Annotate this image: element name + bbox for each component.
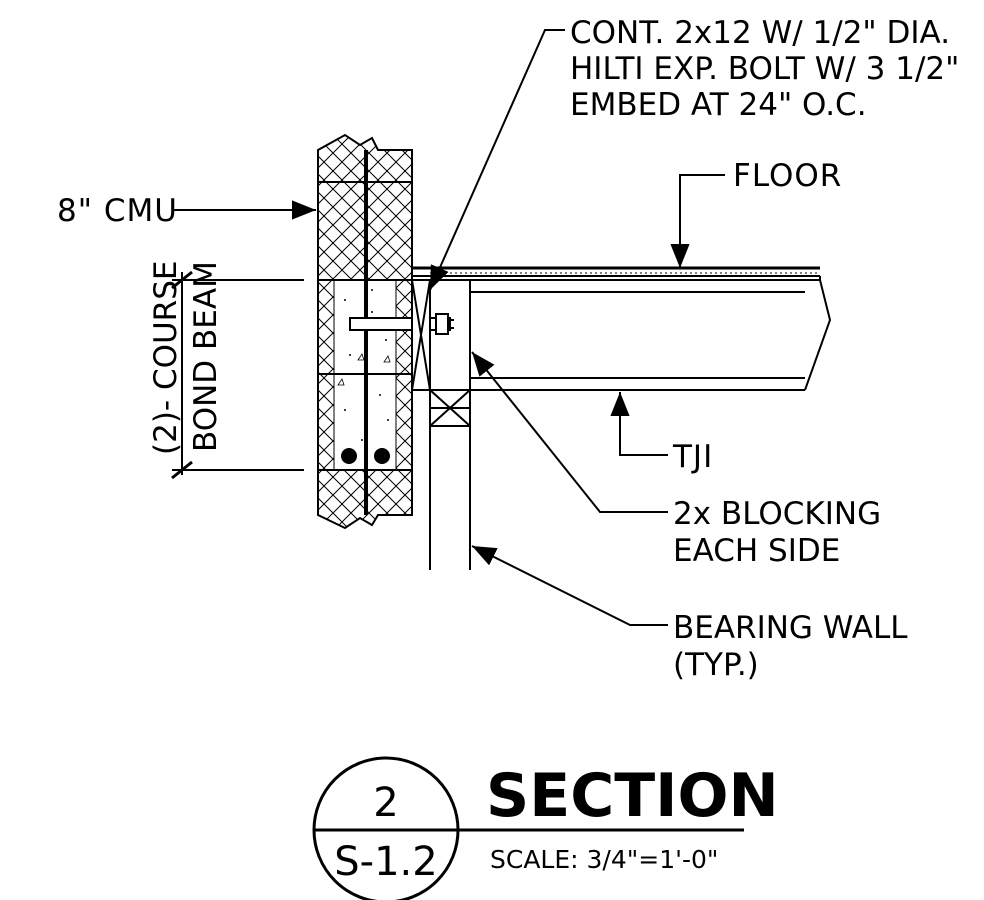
bearing-wall-label-line1: BEARING WALL <box>673 610 908 646</box>
blocking-label-line1: 2x BLOCKING <box>673 496 881 532</box>
tji-joist <box>430 276 832 391</box>
cmu-wall <box>317 133 413 530</box>
bond-beam-label-line2: BOND BEAM <box>188 261 224 452</box>
grout-fill <box>337 289 391 441</box>
bearing-wall-label-line2: (TYP.) <box>673 647 759 683</box>
scale-label: SCALE: 3/4"=1'-0" <box>490 845 718 874</box>
detail-number: 2 <box>373 780 398 826</box>
rebar-dot <box>341 448 357 464</box>
bolt-label-line1: CONT. 2x12 W/ 1/2" DIA. <box>570 15 950 51</box>
leader-lines <box>172 29 725 626</box>
section-title: SECTION <box>486 761 779 831</box>
tji-label: TJI <box>672 439 713 475</box>
sheet-number: S-1.2 <box>334 839 437 885</box>
bolt-label-line2: HILTI EXP. BOLT W/ 3 1/2" <box>570 51 959 87</box>
bearing-wall <box>429 389 471 570</box>
floor-sheathing <box>411 266 820 280</box>
expansion-bolt <box>349 313 454 335</box>
rebar-dot <box>374 448 390 464</box>
cmu-label: 8" CMU <box>57 193 178 229</box>
ledger-2x12 <box>411 279 431 391</box>
floor-label: FLOOR <box>733 158 842 194</box>
bolt-label-line3: EMBED AT 24" O.C. <box>570 87 867 123</box>
blocking-label-line2: EACH SIDE <box>673 533 840 569</box>
detail-title-block: 2 S-1.2 SECTION SCALE: 3/4"=1'-0" <box>312 756 779 900</box>
bond-beam-label-line1: (2)- COURSE <box>148 261 184 456</box>
bond-beam-dimension <box>171 270 304 480</box>
